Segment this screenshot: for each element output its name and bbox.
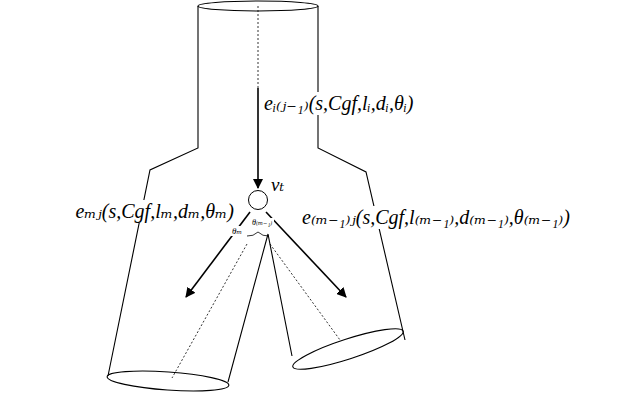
edge-label: e₍ₘ₋₁₎ⱼ(s,Cgf,l₍ₘ₋₁₎,d₍ₘ₋₁₎,θ₍ₘ₋₁₎): [300, 206, 572, 229]
edge-label: eₘⱼ(s,Cgf,lₘ,dₘ,θₘ): [73, 200, 236, 223]
incoming-arrow: [257, 88, 259, 188]
left-branch-arrow: [186, 212, 250, 297]
angle-label: θ₍ₘ₋₁₎: [250, 218, 274, 227]
node-label: vₜ: [271, 175, 284, 196]
angle-label: θₘ: [230, 226, 244, 236]
junction-node: vₜ: [248, 190, 268, 210]
edge-label: eᵢ₍ⱼ₋₁₎(s,Cgf,lᵢ,dᵢ,θᵢ): [262, 92, 416, 115]
